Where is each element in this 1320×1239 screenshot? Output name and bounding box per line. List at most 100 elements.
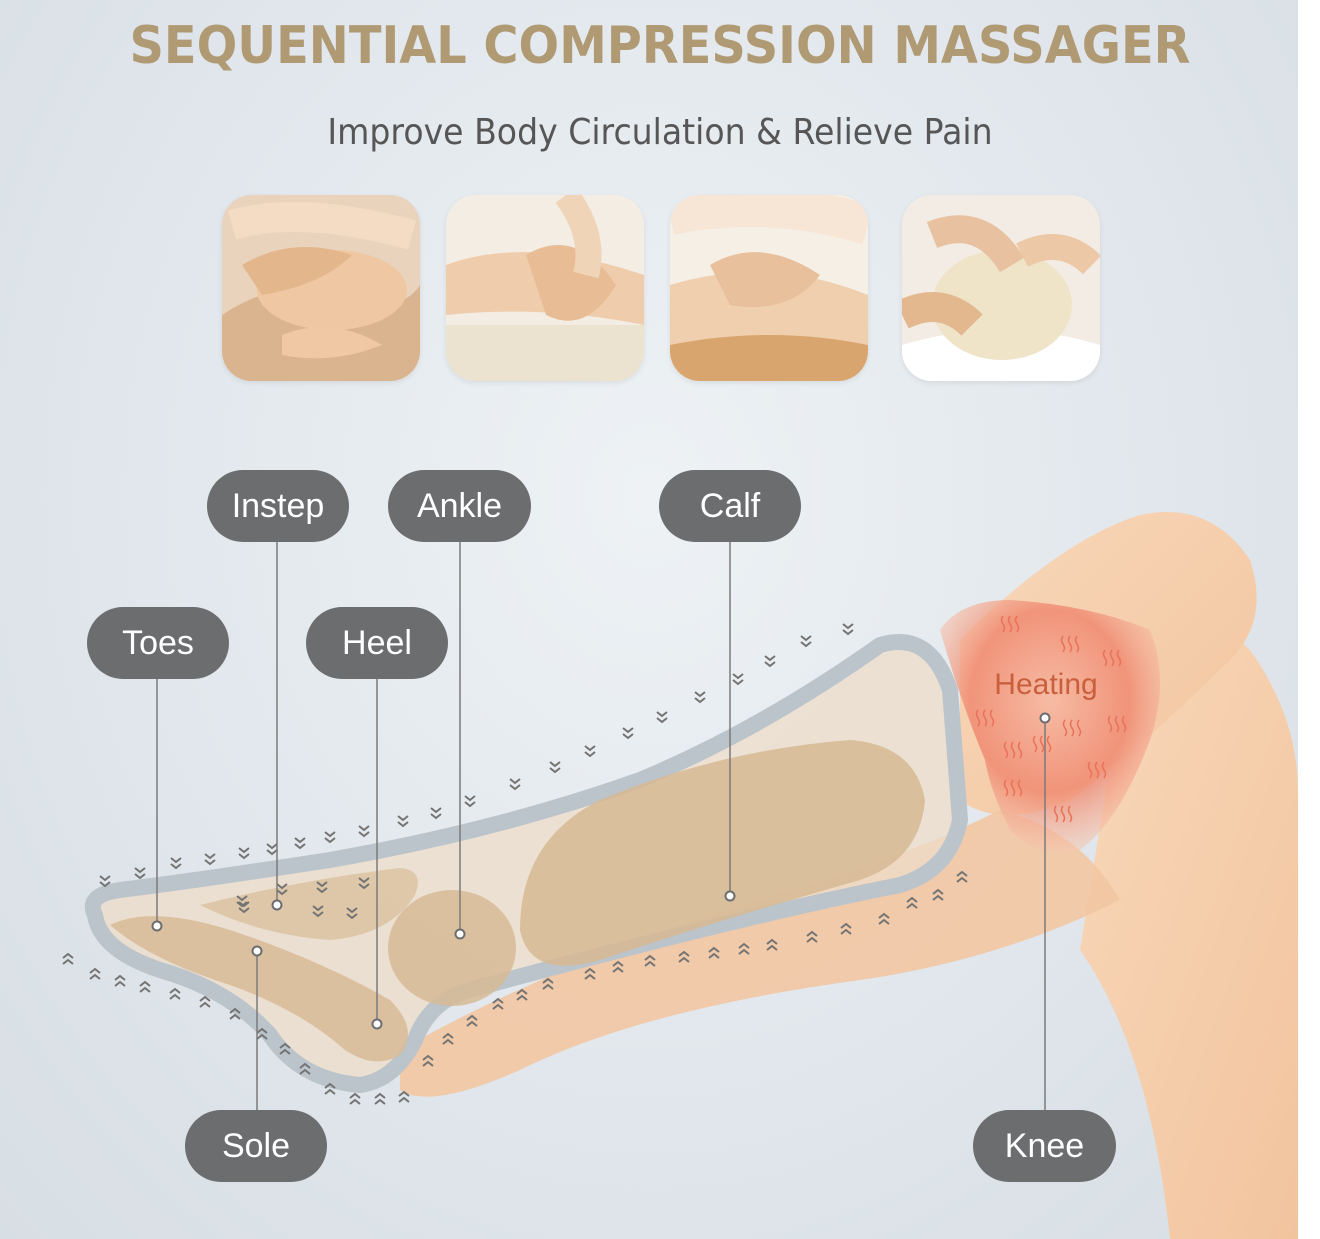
pressure-chevron: [466, 1014, 478, 1021]
pressure-chevron: [312, 905, 324, 912]
label-instep: Instep: [207, 470, 349, 542]
pressure-chevron: [62, 952, 74, 959]
pressure-chevron: [842, 629, 854, 636]
pressure-chevron: [204, 853, 216, 860]
pressure-chevron: [62, 958, 74, 965]
pressure-chevron: [708, 946, 720, 953]
pressure-chevron: [509, 778, 521, 785]
pressure-chevron: [584, 751, 596, 758]
pressure-chevron: [238, 853, 250, 860]
pressure-chevron: [139, 986, 151, 993]
pressure-chevron: [349, 1092, 361, 1099]
pressure-chevron: [464, 795, 476, 802]
pressure-chevron: [279, 1042, 291, 1049]
pressure-chevron: [612, 966, 624, 973]
toe-sole-chamber: [110, 916, 408, 1062]
pressure-chevron: [842, 623, 854, 630]
pressure-chevron: [738, 948, 750, 955]
pressure-chevron: [256, 1027, 268, 1034]
pressure-chevron: [806, 930, 818, 937]
pressure-chevron: [956, 870, 968, 877]
pressure-chevron: [256, 1033, 268, 1040]
label-ankle: Ankle: [388, 470, 531, 542]
pressure-chevron: [266, 849, 278, 856]
pressure-chevron: [878, 912, 890, 919]
pressure-chevron: [99, 881, 111, 888]
label-sole: Sole: [185, 1110, 327, 1182]
pressure-chevron: [878, 918, 890, 925]
pressure-chevron: [397, 821, 409, 828]
pressure-chevron: [800, 641, 812, 648]
pressure-chevron: [346, 907, 358, 914]
pressure-chevron: [732, 679, 744, 686]
pressure-chevron: [358, 883, 370, 890]
pressure-chevron: [358, 831, 370, 838]
pressure-chevron: [956, 876, 968, 883]
pressure-chevron: [708, 952, 720, 959]
pressure-chevron: [199, 995, 211, 1002]
label-toes: Toes: [87, 607, 229, 679]
pressure-chevron: [622, 727, 634, 734]
calf-chamber: [520, 740, 925, 966]
pressure-chevron: [764, 655, 776, 662]
pressure-chevron: [299, 1062, 311, 1069]
page-subtitle: Improve Body Circulation & Relieve Pain: [327, 112, 993, 153]
pressure-chevron: [644, 960, 656, 967]
pressure-chevron: [238, 907, 250, 914]
ankle-massage-photo: [446, 195, 644, 381]
pressure-chevron: [170, 857, 182, 864]
pressure-chevron: [266, 843, 278, 850]
pressure-chevron: [932, 894, 944, 901]
pressure-chevron: [644, 954, 656, 961]
pressure-chevron: [324, 837, 336, 844]
instep-chamber: [200, 868, 418, 940]
pressure-chevron: [906, 896, 918, 903]
pressure-chevron: [840, 928, 852, 935]
pressure-chevron: [139, 980, 151, 987]
knee-massage-photo: [902, 195, 1100, 381]
pressure-chevron: [229, 1013, 241, 1020]
pressure-chevron: [346, 913, 358, 920]
heating-zone: [940, 600, 1160, 853]
pressure-chevron: [199, 1001, 211, 1008]
right-border: [1298, 0, 1320, 1239]
pressure-chevron: [806, 936, 818, 943]
pressure-chevron: [656, 717, 668, 724]
page-title: SEQUENTIAL COMPRESSION MASSAGER: [129, 16, 1191, 76]
pressure-chevron: [466, 1020, 478, 1027]
pressure-chevron: [374, 1092, 386, 1099]
pressure-arrows-bottom: [62, 870, 968, 1105]
pressure-chevron: [932, 888, 944, 895]
pressure-chevron: [134, 873, 146, 880]
leader-lines: [156, 540, 1046, 1110]
pressure-chevron: [236, 901, 248, 908]
ankle-chamber: [388, 890, 516, 1006]
heat-waves: [975, 615, 1127, 823]
pressure-chevron: [114, 980, 126, 987]
pressure-chevron: [294, 837, 306, 844]
pressure-chevron: [422, 1054, 434, 1061]
calf-massage-photo: [670, 195, 868, 381]
pressure-chevron: [738, 942, 750, 949]
pressure-chevron: [99, 875, 111, 882]
pressure-chevron: [294, 843, 306, 850]
pressure-chevron: [800, 635, 812, 642]
pressure-chevron: [549, 767, 561, 774]
pressure-chevron: [584, 745, 596, 752]
pressure-chevron: [516, 994, 528, 1001]
pressure-chevron: [169, 993, 181, 1000]
pressure-chevron: [324, 1088, 336, 1095]
pressure-chevron: [422, 1060, 434, 1067]
pressure-chevron: [542, 983, 554, 990]
pressure-chevron: [312, 911, 324, 918]
pressure-chevron: [89, 973, 101, 980]
pressure-chevron: [906, 902, 918, 909]
pressure-chevron: [398, 1090, 410, 1097]
pressure-chevron: [134, 867, 146, 874]
pressure-chevron: [398, 1096, 410, 1103]
pressure-chevron: [492, 1003, 504, 1010]
label-heel: Heel: [306, 607, 448, 679]
label-calf: Calf: [659, 470, 801, 542]
pressure-arrows-top: [99, 623, 854, 920]
